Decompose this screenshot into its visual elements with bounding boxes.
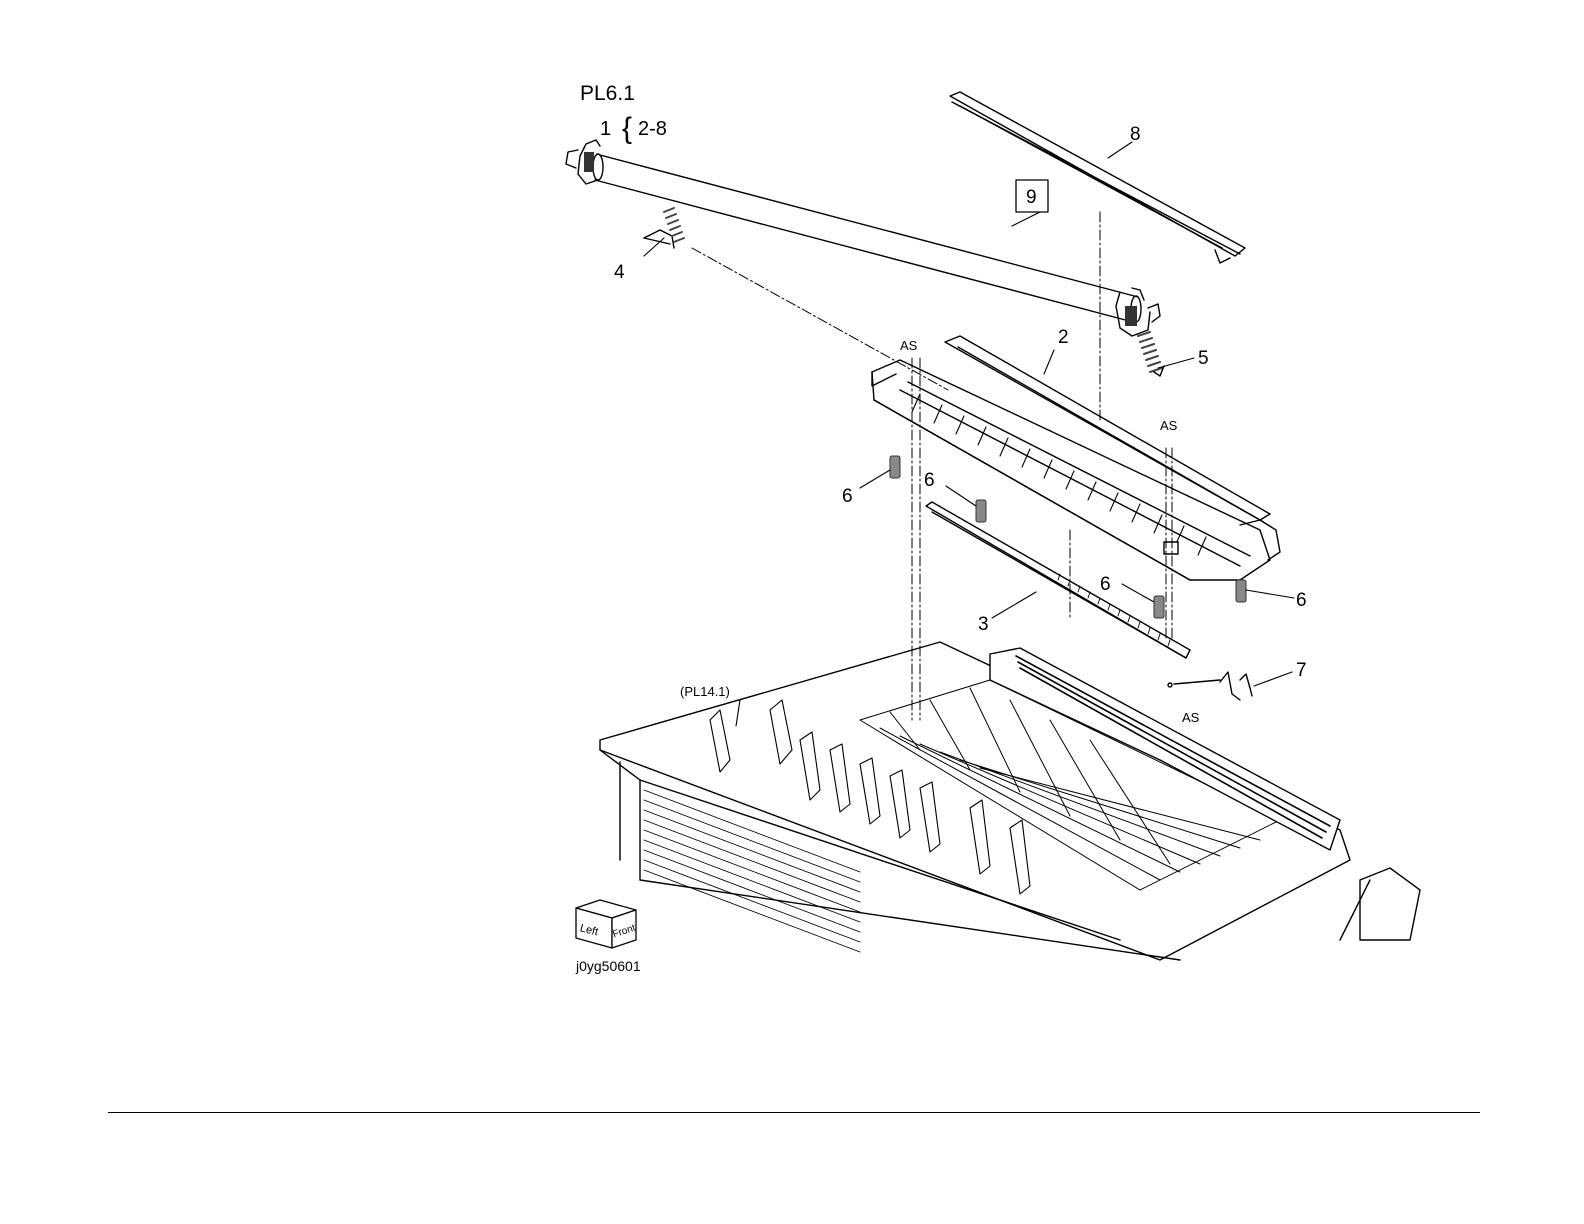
exploded-parts-diagram: 8 9 4 5 2 6 6 6 6 3 7 AS AS AS (PL14.1) <box>560 60 1500 980</box>
callout-4: 4 <box>614 262 625 283</box>
part-7-spring <box>1168 672 1252 700</box>
part-8-plate <box>950 92 1245 263</box>
part-9-roller <box>566 140 1160 336</box>
image-code: j0yg50601 <box>576 958 641 974</box>
as-label-b: AS <box>1160 418 1178 433</box>
callout-2: 2 <box>1058 327 1069 348</box>
callout-6d: 6 <box>1296 590 1307 611</box>
part-4-spring <box>644 208 684 248</box>
callout-8: 8 <box>1130 124 1141 145</box>
ref-label: (PL14.1) <box>680 684 730 699</box>
callout-9: 9 <box>1026 187 1037 208</box>
callout-6a: 6 <box>842 486 853 507</box>
callout-6c: 6 <box>1100 574 1111 595</box>
callout-3: 3 <box>978 614 989 635</box>
as-label-a: AS <box>900 338 918 353</box>
part-5-spring <box>1138 332 1164 376</box>
part-2-guide <box>872 336 1280 580</box>
footer-divider <box>108 1112 1480 1113</box>
as-label-c: AS <box>1182 710 1200 725</box>
callout-6b: 6 <box>924 470 935 491</box>
callout-7: 7 <box>1296 660 1307 681</box>
callout-5: 5 <box>1198 348 1209 369</box>
orientation-cube-icon: Left Front <box>572 896 642 952</box>
